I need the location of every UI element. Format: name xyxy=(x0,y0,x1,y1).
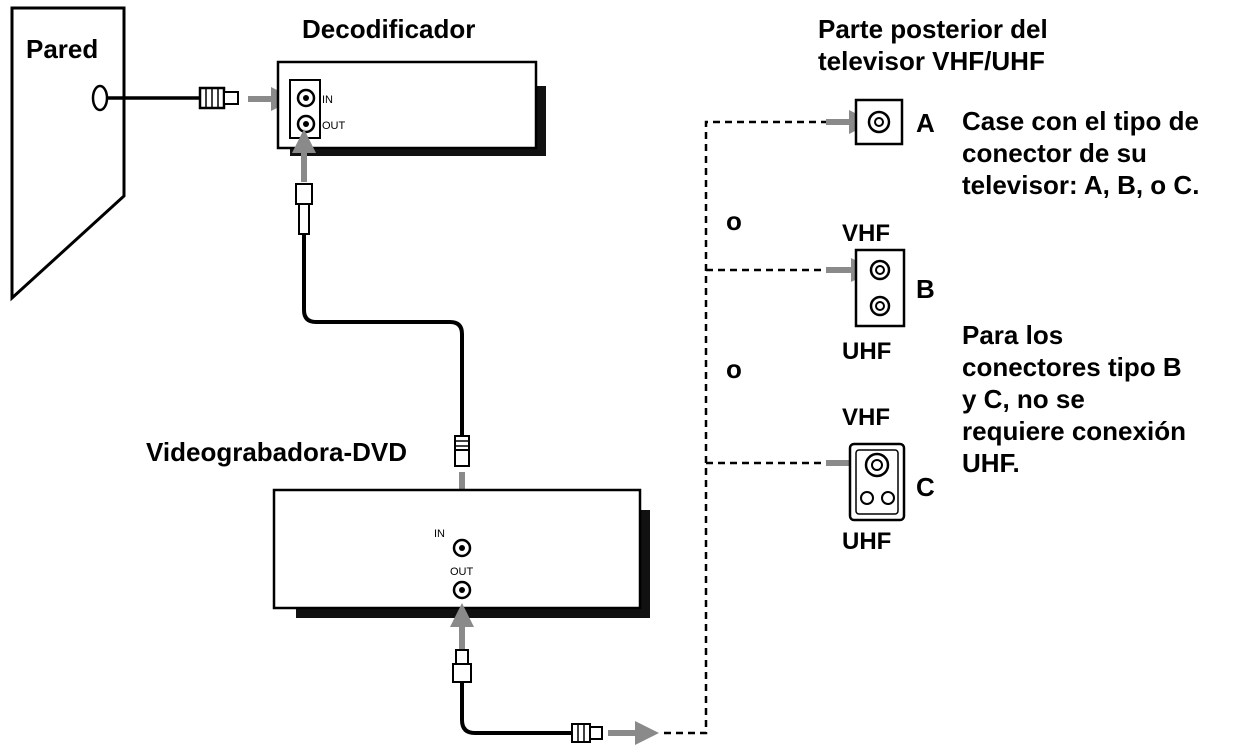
wall-outlet-icon xyxy=(91,84,109,112)
decoder-out-label: OUT xyxy=(322,120,346,132)
connector-b-uhf-label: UHF xyxy=(842,338,892,365)
note-line: requiere conexión xyxy=(962,416,1186,446)
connector-c-letter: C xyxy=(916,472,935,502)
connector-c-vhf-label: VHF xyxy=(842,404,890,431)
connector-c xyxy=(826,442,906,522)
coax-plug-icon xyxy=(571,723,591,743)
note-line: televisor: A, B, o C. xyxy=(962,170,1200,200)
vcr-dvd-box: IN OUT xyxy=(272,488,650,618)
decoder-box: IN OUT xyxy=(276,60,546,156)
note-line: Para los xyxy=(962,320,1064,350)
vcr-to-tv-cable xyxy=(450,603,659,745)
coax-plug-icon xyxy=(455,649,469,665)
decoder-in-label: IN xyxy=(322,94,333,106)
vcr-in-label: IN xyxy=(434,528,445,540)
or-label-2: o xyxy=(726,354,742,384)
tv-title-line2: televisor VHF/UHF xyxy=(818,46,1045,76)
connector-b-letter: B xyxy=(916,274,935,304)
connector-a xyxy=(826,98,904,146)
vcr-out-label: OUT xyxy=(450,566,474,578)
wall-cable xyxy=(106,86,295,111)
uhf-jack-icon xyxy=(860,491,874,505)
vcr-dvd-label: Videograbadora-DVD xyxy=(146,437,408,467)
decoder-label: Decodificador xyxy=(302,14,476,44)
connector-c-uhf-label: UHF xyxy=(842,528,892,555)
or-label-1: o xyxy=(726,206,742,236)
note-line: conector de su xyxy=(962,138,1147,168)
note-line: UHF. xyxy=(962,448,1020,478)
note-line: y C, no se xyxy=(962,384,1085,414)
coax-plug-icon xyxy=(454,435,470,451)
note-line: Case con el tipo de xyxy=(962,106,1199,136)
connector-b xyxy=(826,248,906,328)
tv-title-line1: Parte posterior del xyxy=(818,14,1048,44)
coax-plug-icon xyxy=(295,183,313,205)
wall-label: Pared xyxy=(26,34,99,64)
connector-a-letter: A xyxy=(916,108,935,138)
connector-b-vhf-label: VHF xyxy=(842,220,890,247)
dashed-connections xyxy=(664,120,830,735)
uhf-jack-icon xyxy=(881,491,895,505)
note-line: conectores tipo B xyxy=(962,352,1182,382)
decoder-to-vcr-cable xyxy=(292,129,474,539)
